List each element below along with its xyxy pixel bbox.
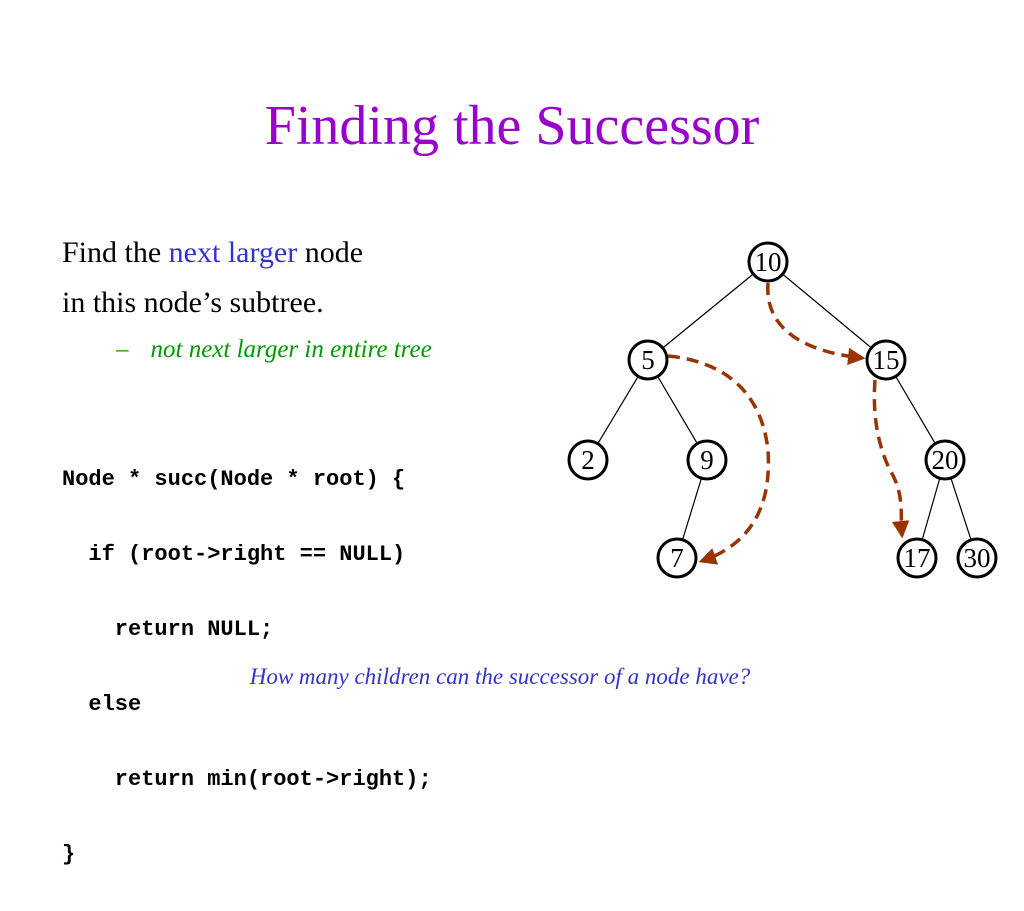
tree-node-7: 7 bbox=[656, 537, 698, 579]
tree-node-label: 2 bbox=[581, 445, 595, 475]
tree-node-circle bbox=[924, 439, 966, 481]
code-line: return NULL; bbox=[62, 616, 274, 642]
intro-text: Find the next larger node in this node’s… bbox=[62, 228, 363, 328]
successor-arrow-n10-n15 bbox=[766, 282, 866, 366]
code-line: else bbox=[62, 691, 142, 717]
bullet-dash: – bbox=[116, 336, 129, 363]
tree-node-circle bbox=[747, 241, 789, 283]
tree-node-label: 15 bbox=[873, 345, 900, 375]
tree-edge-n5-n2 bbox=[597, 375, 639, 445]
tree-node-circle bbox=[627, 339, 669, 381]
successor-arrow-n5-n7 bbox=[667, 354, 771, 565]
tree-node-17: 17 bbox=[896, 537, 938, 579]
tree-node-circle bbox=[956, 537, 998, 579]
tree-node-label: 20 bbox=[932, 445, 959, 475]
tree-edge-n9-n7 bbox=[681, 477, 703, 541]
bst-diagram: 10 5 15 2 9 20 7 17 30 bbox=[567, 241, 998, 579]
code-line: Node * succ(Node * root) { bbox=[62, 466, 406, 492]
tree-node-label: 17 bbox=[904, 543, 931, 573]
tree-node-30: 30 bbox=[956, 537, 998, 579]
tree-node-circle bbox=[567, 439, 609, 481]
intro-highlight: next larger bbox=[168, 236, 298, 269]
intro-line-1: Find the next larger node bbox=[62, 228, 363, 278]
slide-title: Finding the Successor bbox=[264, 95, 760, 157]
tree-edge-n15-n20 bbox=[895, 376, 936, 444]
successor-arrow-n15-n17 bbox=[872, 379, 910, 539]
intro-line-1-end: node bbox=[297, 236, 364, 269]
sub-bullet: –not next larger in entire tree bbox=[116, 336, 432, 364]
tree-node-circle bbox=[686, 439, 728, 481]
tree-node-20: 20 bbox=[924, 439, 966, 481]
bullet-text: not next larger in entire tree bbox=[150, 336, 432, 363]
tree-node-2: 2 bbox=[567, 439, 609, 481]
tree-node-circle bbox=[865, 339, 907, 381]
tree-node-label: 9 bbox=[700, 445, 714, 475]
code-line: if (root->right == NULL) bbox=[62, 541, 406, 567]
tree-node-10: 10 bbox=[747, 241, 789, 283]
intro-line-2: in this node’s subtree. bbox=[62, 286, 324, 319]
tree-node-circle bbox=[896, 537, 938, 579]
tree-node-circle bbox=[656, 537, 698, 579]
tree-edge-n5-n9 bbox=[657, 376, 698, 444]
intro-line-1-start: Find the bbox=[62, 236, 169, 269]
tree-node-9: 9 bbox=[686, 439, 728, 481]
code-line: } bbox=[62, 841, 76, 867]
tree-edge-n10-n15 bbox=[782, 273, 872, 349]
tree-node-15: 15 bbox=[865, 339, 907, 381]
tree-edge-n10-n5 bbox=[662, 273, 754, 349]
tree-edge-n20-n17 bbox=[921, 478, 941, 540]
tree-node-label: 5 bbox=[641, 345, 655, 375]
question-text: How many children can the successor of a… bbox=[249, 664, 751, 689]
tree-node-label: 7 bbox=[670, 543, 684, 573]
tree-node-label: 10 bbox=[755, 247, 782, 277]
tree-edge-n20-n30 bbox=[950, 477, 972, 541]
tree-node-label: 30 bbox=[964, 543, 991, 573]
tree-node-5: 5 bbox=[627, 339, 669, 381]
